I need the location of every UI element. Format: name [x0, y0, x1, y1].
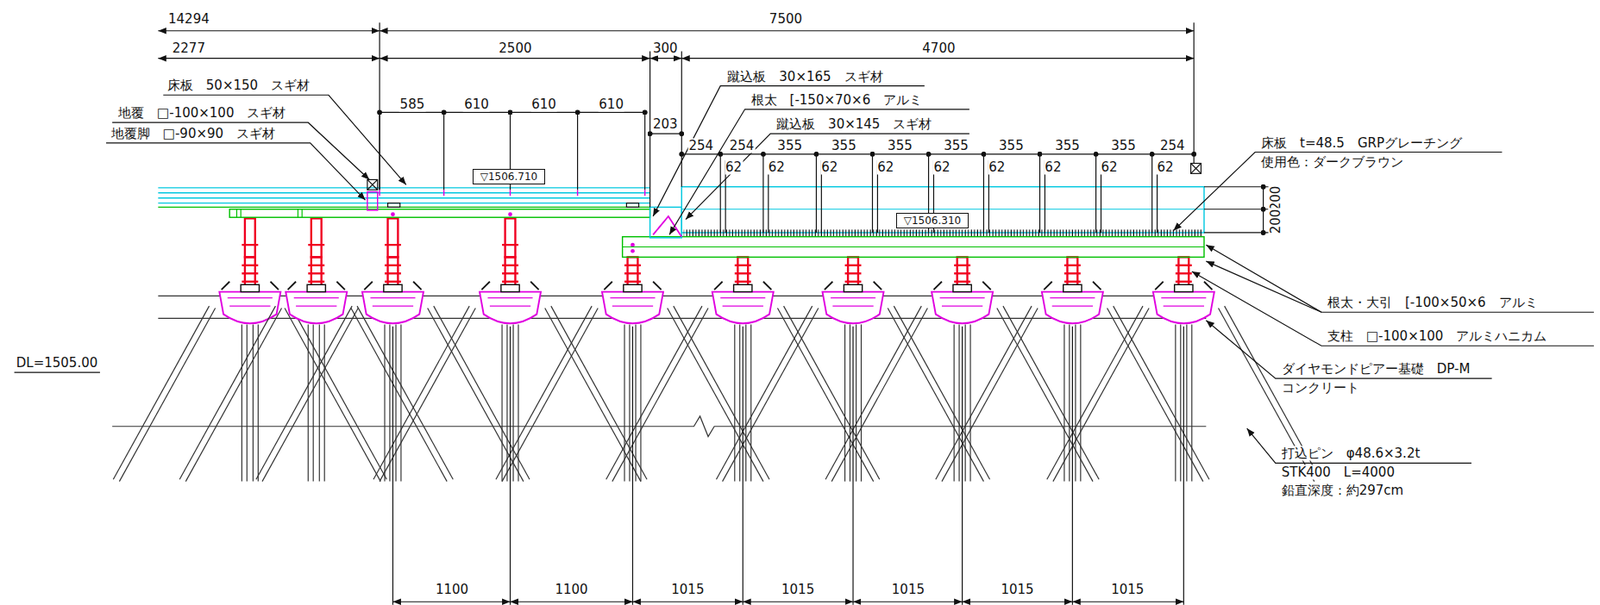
dimension-label: 355	[1054, 138, 1081, 154]
dimension-label: 1100	[434, 582, 470, 597]
callout-label: 地覆脚 □-90×90 スギ材	[110, 125, 277, 141]
dimension-label: 610	[597, 96, 625, 112]
dimension-label: 610	[530, 96, 558, 112]
dimension-label: 62	[987, 160, 1006, 176]
dimension-label: 610	[463, 96, 490, 112]
callout-label: 鉛直深度：約297cm	[1280, 483, 1406, 499]
dimension-label: 62	[1155, 160, 1174, 176]
dimension-label: 355	[776, 138, 804, 154]
piers	[112, 218, 1321, 482]
deck-right	[622, 163, 1205, 258]
dimension-label: 254	[1159, 138, 1186, 154]
dimension-label: 203	[652, 117, 679, 132]
elevation-box: ▽1506.710	[472, 169, 546, 185]
dimension-label: 254	[728, 138, 756, 154]
dimension-label: 14294	[167, 12, 211, 27]
callout-label: 地覆 □-100×100 スギ材	[117, 106, 287, 121]
dimension-label: 1015	[780, 582, 816, 597]
dimension-label: 62	[876, 160, 895, 176]
callout-label: STK400 L=4000	[1280, 464, 1396, 480]
dimension-label: 7500	[768, 12, 804, 27]
dimension-label: 585	[399, 96, 427, 112]
dimension-label: 2500	[497, 40, 533, 56]
callout-label: 根太 [-150×70×6 アルミ	[750, 92, 924, 107]
callout-label: 蹴込板 30×165 スギ材	[726, 69, 884, 84]
leader-lines	[14, 86, 1594, 465]
dimension-label: 62	[767, 160, 786, 176]
callout-label: 蹴込板 30×145 スギ材	[775, 117, 933, 132]
dimension-label: 300	[652, 40, 679, 56]
dimension-label: 62	[1043, 160, 1062, 176]
dimension-label: 62	[724, 160, 743, 176]
dimension-label: 1015	[1110, 582, 1145, 597]
deck-left	[157, 179, 650, 253]
callout-label: ダイヤモンドピアー基礎 DP-M	[1280, 362, 1472, 377]
dimension-label: 355	[997, 138, 1025, 154]
dimension-label: 355	[830, 138, 858, 154]
callout-label: 支柱 □-100×100 アルミハニカム	[1326, 329, 1548, 345]
dimension-label: 1100	[553, 582, 589, 597]
dimension-label: 62	[932, 160, 951, 176]
dimension-label: 355	[942, 138, 970, 154]
dimension-label: 2277	[171, 40, 207, 56]
elevation-text: ▽1506.710	[480, 170, 539, 183]
dimension-label: 355	[1110, 138, 1137, 154]
dimension-label: 254	[687, 138, 715, 154]
callout-label: DL=1505.00	[15, 356, 100, 371]
dimension-label: 62	[820, 160, 839, 176]
dimension-label: 1015	[999, 582, 1035, 597]
callout-label: 使用色：ダークブラウン	[1260, 155, 1405, 170]
callout-label: 打込ピン φ48.6×3.2t	[1280, 446, 1422, 462]
elevation-box: ▽1506.310	[896, 213, 970, 229]
dimension-label: 1015	[890, 582, 926, 597]
elevation-text: ▽1506.310	[903, 214, 962, 227]
dimension-label: 355	[886, 138, 914, 154]
callout-label: コンクリート	[1280, 380, 1361, 396]
dimension-label: 4700	[921, 40, 956, 56]
dimension-label: 200	[1267, 184, 1283, 212]
callout-label: 床板 t=48.5 GRPグレーチング	[1260, 135, 1463, 151]
dimension-label: 1015	[670, 582, 705, 597]
callout-label: 根太・大引 [-100×50×6 アルミ	[1326, 295, 1539, 311]
dimension-label: 62	[1099, 160, 1118, 176]
dimension-lines	[157, 22, 1269, 605]
dimension-label: 200	[1267, 207, 1283, 235]
callout-label: 床板 50×150 スギ材	[166, 78, 311, 94]
